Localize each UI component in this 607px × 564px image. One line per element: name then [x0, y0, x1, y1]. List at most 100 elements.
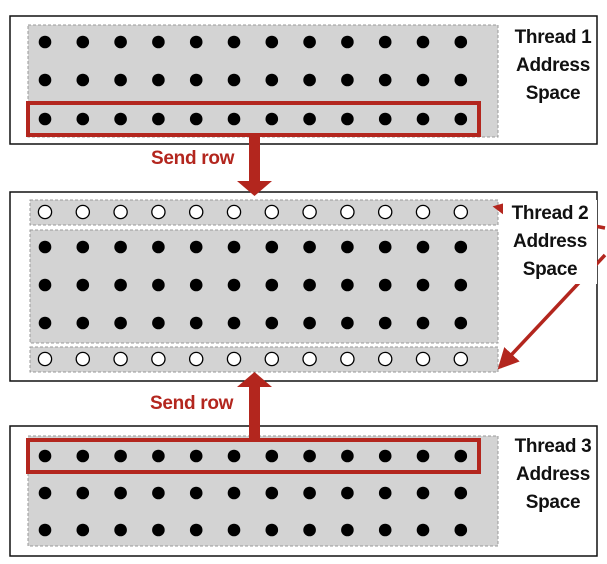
thread-2-dot-r2-c-3 — [114, 278, 127, 292]
thread-2-ghost-top-dot-6 — [226, 204, 242, 220]
thread-1-dot-r3-c-6 — [227, 112, 241, 126]
thread-3-dot-r3-c-1 — [38, 523, 52, 537]
thread-2-dot-r3-c-11 — [416, 316, 430, 330]
thread-3-dot-r1-c-12 — [454, 449, 468, 463]
thread-2-dot-r3-c-12 — [454, 316, 468, 330]
thread-3-dot-r1-c-5 — [189, 449, 203, 463]
thread-1-dot-r3-c-5 — [189, 112, 203, 126]
thread-3-dot-r2-c-1 — [38, 486, 52, 500]
thread-2-dot-r2-c-4 — [152, 278, 165, 292]
thread-2-dot-r2-c-10 — [378, 278, 392, 292]
thread-1-dot-r3-c-1 — [38, 112, 52, 126]
thread-3-dot-r2-c-4 — [152, 486, 165, 500]
thread-2-dot-r2-c-8 — [303, 278, 316, 292]
thread-2-dot-r3-c-3 — [114, 316, 127, 330]
thread-3-dot-r3-c-2 — [76, 523, 90, 537]
thread-3-dot-r1-c-9 — [341, 449, 354, 463]
thread-2-dot-r2-c-12 — [454, 278, 468, 292]
thread-3-dot-r1-c-2 — [76, 449, 90, 463]
thread-1-dot-r2-c-7 — [265, 73, 279, 87]
thread-2-dot-r1-c-4 — [152, 240, 165, 254]
thread-3-dot-r1-c-1 — [38, 449, 52, 463]
thread-1-space: Space — [525, 83, 581, 104]
thread-3-dot-r2-c-6 — [227, 486, 241, 500]
thread-2-dot-r2-c-11 — [416, 278, 430, 292]
thread-2-dot-r3-c-9 — [341, 316, 354, 330]
thread-1-dot-r3-c-9 — [341, 112, 354, 126]
thread-2-ghost-bottom-dot-11 — [415, 351, 431, 367]
thread-2-dot-r3-c-5 — [189, 316, 203, 330]
thread-1-dot-r1-c-7 — [265, 35, 279, 49]
thread-2-ghost-bottom-dot-2 — [75, 351, 91, 367]
thread-3-name: Thread 3 — [514, 436, 592, 457]
thread-1-dot-r3-c-8 — [303, 112, 316, 126]
thread-2-dot-r3-c-1 — [38, 316, 52, 330]
thread-3-dot-r3-c-7 — [265, 523, 279, 537]
thread-2-ghost-top-dot-9 — [340, 204, 355, 220]
thread-3-label: Thread 3 Address Space — [503, 433, 603, 517]
thread-2-dot-r1-c-3 — [114, 240, 127, 254]
thread-2-space: Space — [522, 259, 578, 280]
thread-3-dot-r3-c-9 — [341, 523, 354, 537]
thread-2-dot-r1-c-5 — [189, 240, 203, 254]
thread-2-dot-r1-c-10 — [378, 240, 392, 254]
thread-2-dots — [37, 204, 469, 367]
thread-1-dot-r2-c-6 — [227, 73, 241, 87]
thread-3-dot-r3-c-11 — [416, 523, 430, 537]
thread-1-dot-r1-c-10 — [378, 35, 392, 49]
thread-3-dot-r1-c-4 — [152, 449, 165, 463]
thread-2-ghost-bottom-dot-10 — [377, 351, 393, 367]
thread-2-ghost-top-dot-2 — [75, 204, 91, 220]
thread-2-label: Thread 2 Address Space — [503, 200, 597, 284]
thread-2-dot-r2-c-2 — [76, 278, 90, 292]
thread-2-ghost-top-dot-11 — [415, 204, 431, 220]
thread-3-dot-r2-c-12 — [454, 486, 468, 500]
thread-2-dot-r1-c-12 — [454, 240, 468, 254]
thread-3-dot-r2-c-2 — [76, 486, 90, 500]
thread-2-ghost-bottom-dot-9 — [340, 351, 355, 367]
thread-2-dot-r3-c-4 — [152, 316, 165, 330]
thread-1-name: Thread 1 — [514, 27, 592, 48]
thread-1-dot-r2-c-9 — [341, 73, 354, 87]
thread-2-ghost-top-dot-8 — [302, 204, 317, 220]
thread-2-ghost-bottom-dot-1 — [37, 351, 53, 367]
thread-2-frame — [9, 191, 598, 382]
thread-3-dot-r1-c-7 — [265, 449, 279, 463]
thread-2-dot-r1-c-1 — [38, 240, 52, 254]
thread-1-dot-r3-c-4 — [152, 112, 165, 126]
thread-2-dot-r1-c-8 — [303, 240, 316, 254]
thread-3-dot-r1-c-3 — [114, 449, 127, 463]
thread-1-dot-r3-c-7 — [265, 112, 279, 126]
thread-2-name: Thread 2 — [511, 203, 589, 224]
thread-1-dot-r3-c-2 — [76, 112, 90, 126]
thread-3-dot-r2-c-10 — [378, 486, 392, 500]
thread-1-send-row-highlight — [26, 101, 481, 137]
thread-1-dot-r1-c-2 — [76, 35, 90, 49]
thread-2-ghost-top-dot-10 — [377, 204, 393, 220]
thread-1-label: Thread 1 Address Space — [503, 24, 603, 108]
thread-3-dot-r3-c-12 — [454, 523, 468, 537]
thread-3-dot-r3-c-3 — [114, 523, 127, 537]
thread-2-dot-r1-c-11 — [416, 240, 430, 254]
thread-2-dot-r1-c-9 — [341, 240, 354, 254]
thread-2-ghost-bottom-dot-3 — [113, 351, 128, 367]
thread-1-dot-r2-c-12 — [454, 73, 468, 87]
thread-2-dot-r1-c-7 — [265, 240, 279, 254]
thread-1-dot-r3-c-11 — [416, 112, 430, 126]
thread-3-dot-r2-c-11 — [416, 486, 430, 500]
thread-1-dot-r1-c-1 — [38, 35, 52, 49]
thread-2-dot-r3-c-2 — [76, 316, 90, 330]
thread-2-dot-r3-c-10 — [378, 316, 392, 330]
thread-3-dot-r1-c-10 — [378, 449, 392, 463]
thread-2-dot-r2-c-5 — [189, 278, 203, 292]
thread-1-dot-r2-c-5 — [189, 73, 203, 87]
thread-3-dot-r2-c-8 — [303, 486, 316, 500]
thread-3-dot-r3-c-6 — [227, 523, 241, 537]
thread-1-dot-r1-c-12 — [454, 35, 468, 49]
thread-2-ghost-top-dot-3 — [113, 204, 128, 220]
send-row-arrow-up — [237, 372, 272, 442]
thread-3-dot-r1-c-11 — [416, 449, 430, 463]
thread-3-space: Space — [525, 492, 581, 513]
thread-2-ghost-bottom-dot-5 — [188, 351, 204, 367]
